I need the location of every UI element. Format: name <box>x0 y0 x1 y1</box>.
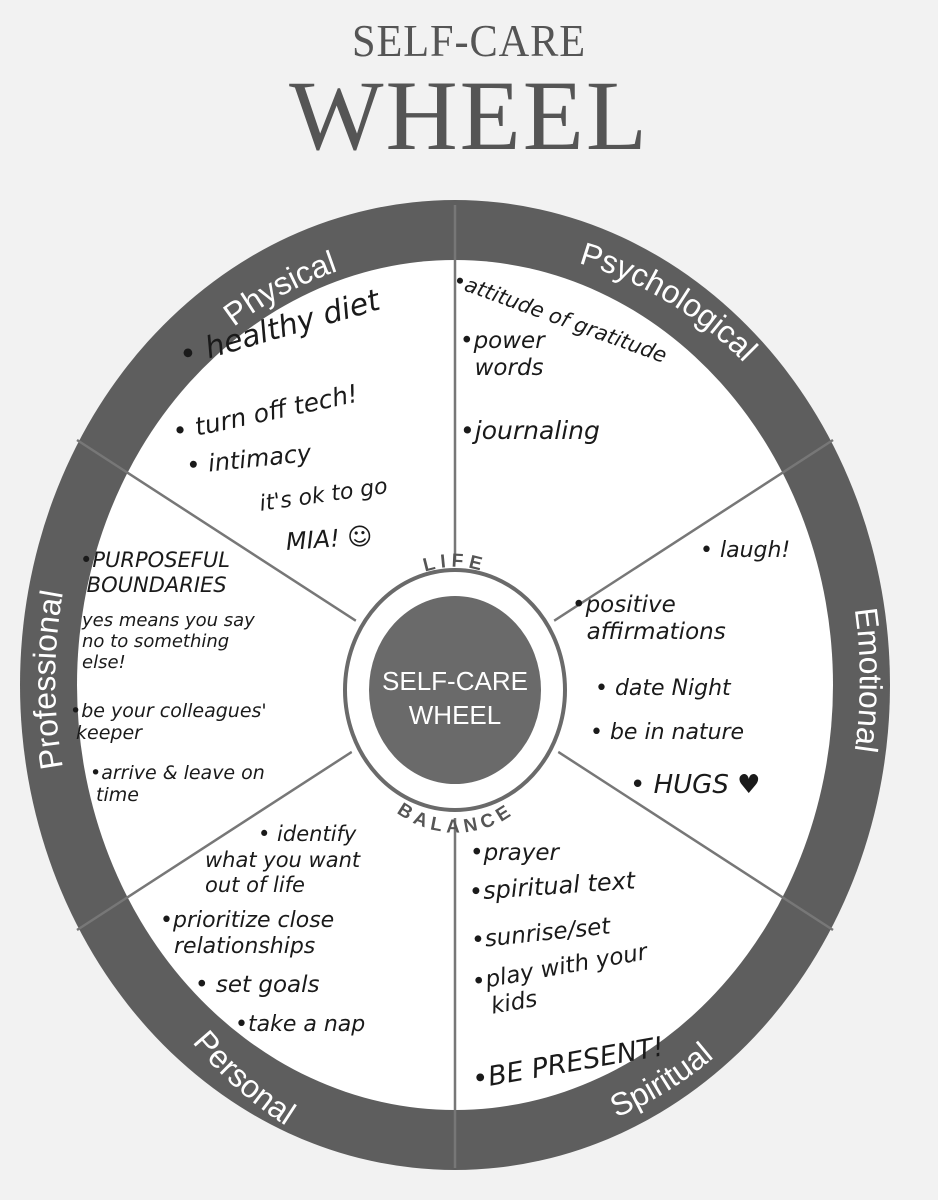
note-prof-3: •be your colleagues' keeper <box>70 700 267 745</box>
note-pers-4: • set goals <box>195 972 320 998</box>
note-physical-5: MIA! ☺ <box>285 521 374 556</box>
note-emo-1: • laugh! <box>700 538 791 563</box>
note-emo-3: • date Night <box>595 676 731 701</box>
hub-center-line2: WHEEL <box>409 700 501 730</box>
note-emo-2: •positive affirmations <box>572 592 726 646</box>
note-spir-1: •prayer <box>470 840 559 866</box>
hub-center-line1: SELF-CARE <box>382 666 528 696</box>
title-kicker: SELF-CARE <box>351 15 587 66</box>
note-emo-4: • be in nature <box>590 720 745 745</box>
note-pers-3: •prioritize close relationships <box>160 908 335 959</box>
hub-center <box>369 596 541 784</box>
note-psych-2: •power words <box>460 328 545 382</box>
note-psych-3: •journaling <box>460 416 600 445</box>
note-prof-2: yes means you say no to something else! <box>82 610 255 674</box>
segment-label-emotional: Emotional <box>848 606 889 755</box>
note-pers-5: •take a nap <box>235 1012 366 1037</box>
note-pers-2: what you want out of life <box>205 848 361 897</box>
hub-ring <box>343 568 567 812</box>
note-prof-1: •PURPOSEFUL BOUNDARIES <box>80 548 230 597</box>
note-emo-5: • HUGS ♥ <box>630 770 761 800</box>
note-pers-1: • identify <box>258 822 357 846</box>
title-main: WHEEL <box>289 60 649 171</box>
note-prof-4: •arrive & leave on time <box>90 762 265 807</box>
